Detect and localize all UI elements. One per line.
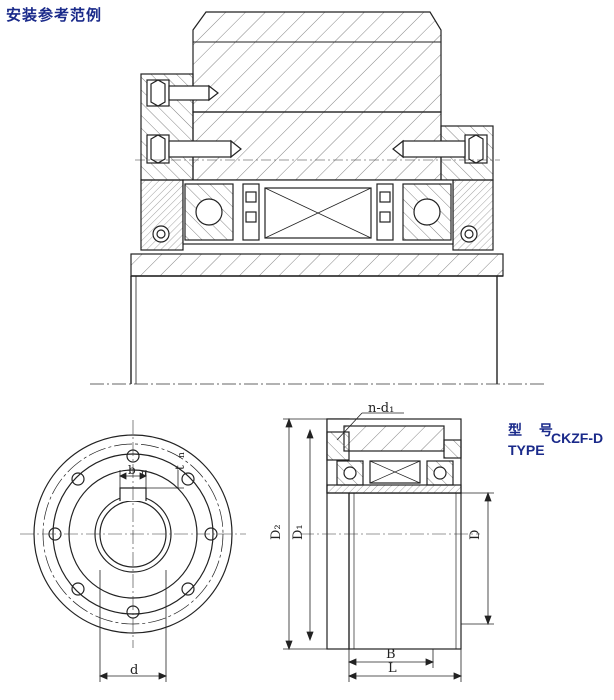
label-D1: D₁ <box>291 524 306 540</box>
keyway-dimension-b <box>119 470 184 490</box>
label-L: L <box>388 661 397 676</box>
label-n-d1: n-d₁ <box>368 401 394 416</box>
label-d: d <box>130 663 138 678</box>
label-b: b <box>128 463 136 477</box>
model-label-cn: 型 号 <box>508 423 559 439</box>
label-D2: D₂ <box>269 524 284 540</box>
bore-dimension-d <box>98 570 168 682</box>
front-view-centerlines <box>20 420 246 648</box>
model-code: CKZF-D <box>551 430 604 446</box>
side-view <box>326 418 462 650</box>
label-t-subscript: n <box>177 452 187 458</box>
diameter-dimensions <box>283 417 494 651</box>
n-d1-leader <box>336 412 363 441</box>
label-b-subscript: n <box>141 469 147 479</box>
installation-section-view <box>130 11 504 384</box>
installation-example-title: 安装参考范例 <box>6 6 103 24</box>
length-dimensions <box>347 649 463 682</box>
label-t: t <box>173 465 187 470</box>
label-D: D <box>468 530 483 540</box>
label-B: B <box>386 647 396 662</box>
model-label-en: TYPE <box>508 442 545 458</box>
